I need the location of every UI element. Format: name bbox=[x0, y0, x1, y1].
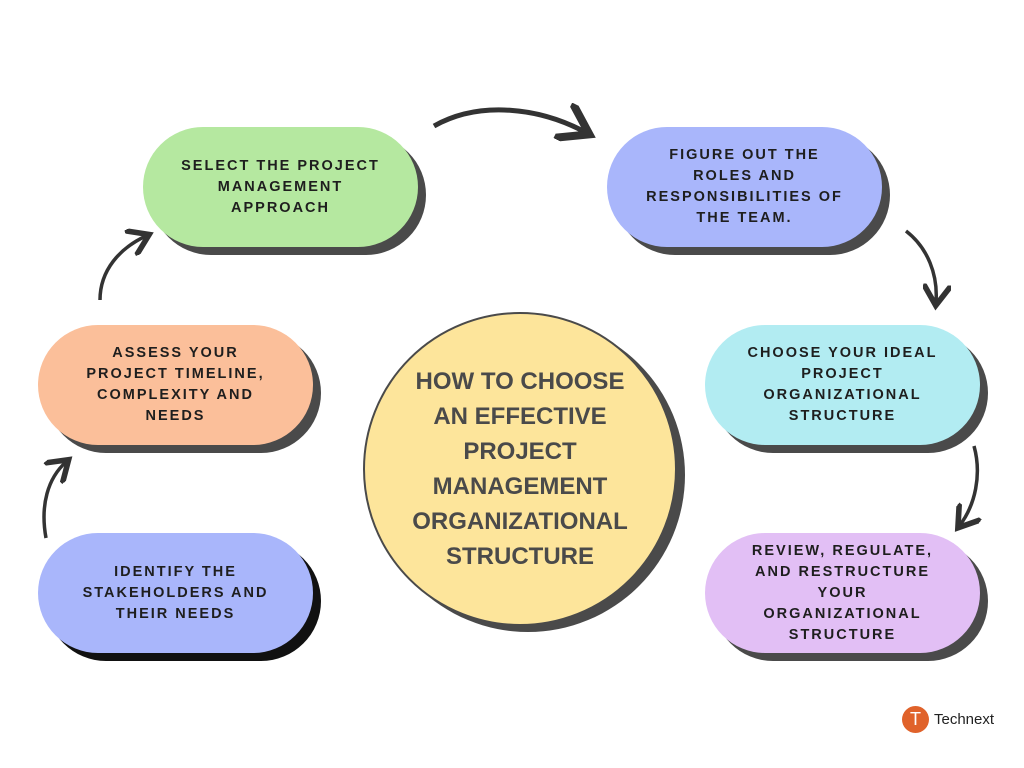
step-choose-structure: CHOOSE YOUR IDEAL PROJECT ORGANIZATIONAL… bbox=[705, 325, 980, 445]
step-select-approach: SELECT THE PROJECT MANAGEMENT APPROACH bbox=[143, 127, 418, 247]
arrow-top bbox=[432, 110, 585, 132]
step-label: ASSESS YOUR PROJECT TIMELINE, COMPLEXITY… bbox=[86, 345, 265, 424]
step-review-restructure: REVIEW, REGULATE, AND RESTRUCTURE YOUR O… bbox=[705, 533, 980, 653]
arrow-left-upper bbox=[98, 236, 146, 301]
step-roles-responsibilities: FIGURE OUT THE ROLES AND RESPONSIBILITIE… bbox=[607, 127, 882, 247]
arrow-left-lower bbox=[42, 462, 66, 539]
center-title-circle: HOW TO CHOOSE AN EFFECTIVE PROJECT MANAG… bbox=[363, 312, 677, 626]
arrow-right-lower bbox=[960, 445, 977, 525]
step-label: REVIEW, REGULATE, AND RESTRUCTURE YOUR O… bbox=[751, 542, 934, 643]
technext-logo: T Technext bbox=[902, 706, 994, 733]
step-label: CHOOSE YOUR IDEAL PROJECT ORGANIZATIONAL… bbox=[747, 345, 938, 424]
logo-name: Technext bbox=[934, 711, 995, 728]
center-title: HOW TO CHOOSE AN EFFECTIVE PROJECT MANAG… bbox=[412, 368, 628, 570]
step-label: IDENTIFY THE STAKEHOLDERS AND THEIR NEED… bbox=[82, 563, 269, 622]
arrow-right-upper bbox=[904, 229, 936, 302]
logo-icon: T bbox=[902, 706, 929, 733]
step-assess-timeline: ASSESS YOUR PROJECT TIMELINE, COMPLEXITY… bbox=[38, 325, 313, 445]
step-label: SELECT THE PROJECT MANAGEMENT APPROACH bbox=[181, 157, 380, 216]
step-identify-stakeholders: IDENTIFY THE STAKEHOLDERS AND THEIR NEED… bbox=[38, 533, 313, 653]
step-label: FIGURE OUT THE ROLES AND RESPONSIBILITIE… bbox=[646, 147, 843, 226]
